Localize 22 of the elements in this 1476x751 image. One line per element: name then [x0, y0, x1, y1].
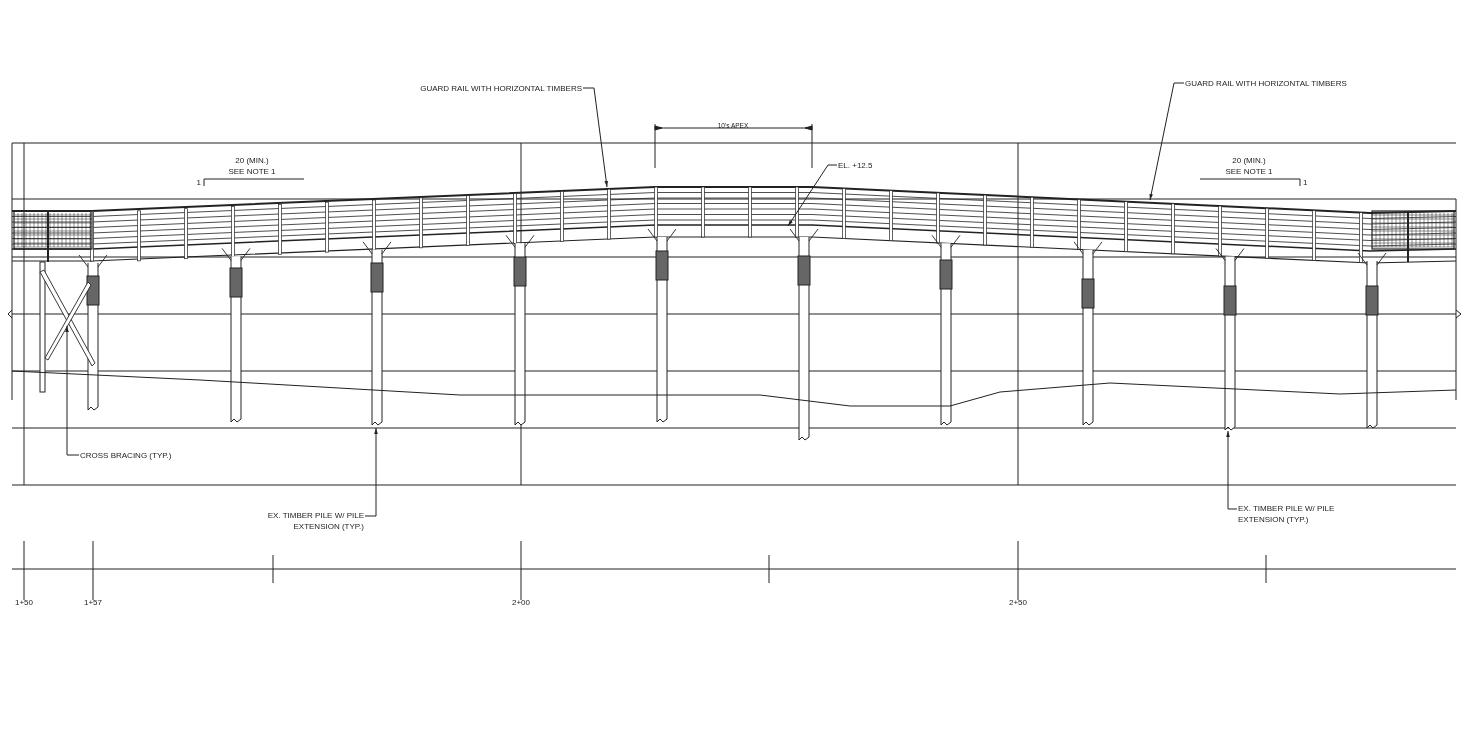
callout-text: EL. +12.5: [838, 160, 873, 171]
callout-text: EX. TIMBER PILE W/ PILE EXTENSION (TYP.): [252, 510, 364, 532]
callout-text: GUARD RAIL WITH HORIZONTAL TIMBERS: [420, 83, 582, 94]
callout-text: GUARD RAIL WITH HORIZONTAL TIMBERS: [1185, 78, 1347, 89]
station-label: 1+50: [15, 597, 33, 608]
note-reference: SEE NOTE 1: [228, 166, 276, 177]
callout-text: EX. TIMBER PILE W/ PILE EXTENSION (TYP.): [1238, 503, 1350, 525]
slope-value: 1: [1303, 177, 1308, 188]
leader-line: [1226, 430, 1238, 510]
leader-line: [364, 427, 378, 517]
callout-text: CROSS BRACING (TYP.): [80, 450, 172, 461]
leader-line: [1149, 82, 1185, 201]
station-label: 2+50: [1009, 597, 1027, 608]
dimension-text: 20 (MIN.): [235, 155, 269, 166]
leader-line: [582, 87, 608, 188]
station-label: 1+57: [84, 597, 102, 608]
station-label: 2+00: [512, 597, 530, 608]
leader-line: [65, 325, 80, 456]
slope-value: 1: [196, 177, 201, 188]
note-reference: SEE NOTE 1: [1225, 166, 1273, 177]
dimension-text: 20 (MIN.): [1232, 155, 1266, 166]
leader-line: [787, 164, 838, 227]
